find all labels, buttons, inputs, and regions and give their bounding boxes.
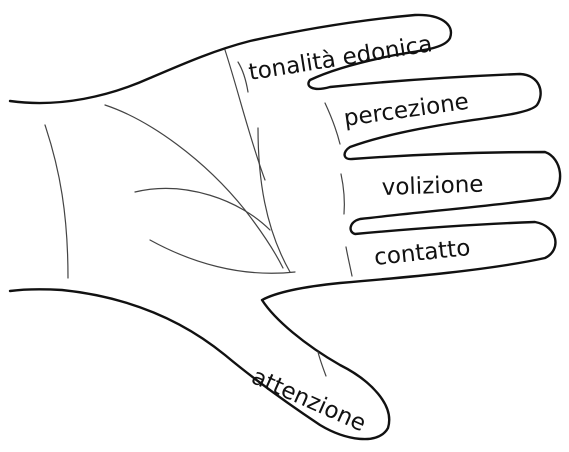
label-index-finger: contatto: [373, 235, 472, 271]
palm-crease: [258, 128, 290, 272]
label-middle-finger: volizione: [381, 171, 484, 201]
palm-crease: [150, 240, 295, 273]
label-ring-finger: percezione: [342, 89, 470, 132]
finger-joint: [238, 62, 248, 92]
palm-crease: [105, 105, 283, 268]
finger-joint: [346, 247, 352, 276]
palm-crease: [135, 188, 270, 230]
finger-joint: [325, 103, 340, 144]
finger-joint: [341, 174, 344, 214]
label-thumb: attenzione: [248, 364, 370, 437]
label-little-finger: tonalità edonica: [247, 31, 434, 86]
palm-crease: [45, 125, 68, 278]
